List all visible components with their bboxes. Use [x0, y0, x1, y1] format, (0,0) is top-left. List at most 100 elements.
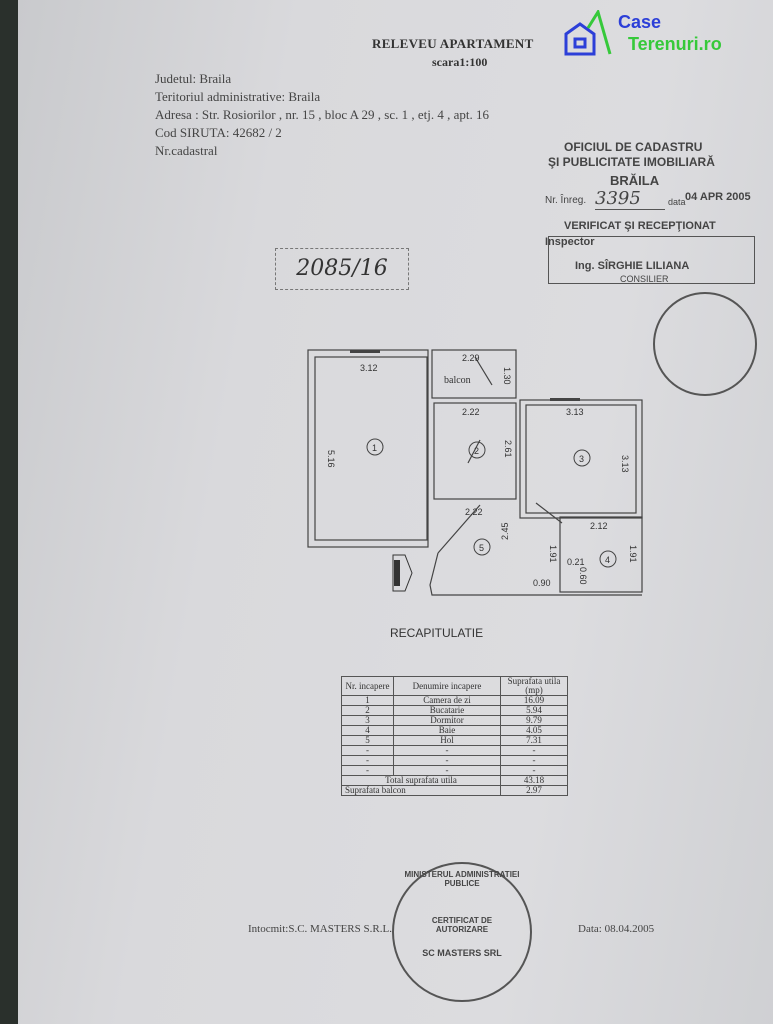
- stamp-name: Ing. SÎRGHIE LILIANA: [575, 260, 690, 272]
- floor-plan: 3.12 5.16 2.29 1.30 2.22 2.61 3.13 3.13 …: [307, 349, 643, 596]
- dim-label: 3.13: [566, 407, 584, 417]
- table-cell: -: [500, 765, 568, 776]
- table-cell: -: [500, 755, 568, 766]
- table-cell: Dormitor: [393, 715, 501, 726]
- col-header: Suprafata utila (mp): [500, 676, 568, 696]
- table-cell: 7.31: [500, 735, 568, 746]
- total-label: Total suprafata utila: [341, 775, 501, 786]
- round-seal-top: [653, 292, 757, 396]
- seal-text: MINISTERUL ADMINISTRATIEI PUBLICE: [404, 870, 520, 888]
- author-label: Intocmit:S.C. MASTERS S.R.L.: [248, 923, 392, 935]
- stamp-data-label: data: [668, 197, 686, 207]
- siruta-line: Cod SIRUTA: 42682 / 2: [155, 125, 282, 140]
- dim-label: 0.60: [578, 567, 588, 585]
- room-number: 2: [474, 446, 479, 456]
- stamp-line2: ŞI PUBLICITATE IMOBILIARĂ: [548, 155, 715, 169]
- judet-line: Judetul: Braila: [155, 71, 232, 86]
- dim-label: 2.29: [462, 353, 480, 363]
- dim-label: 1.91: [628, 545, 638, 563]
- document-title: RELEVEU APARTAMENT: [372, 36, 534, 51]
- table-cell: -: [341, 755, 394, 766]
- room-number: 4: [605, 555, 610, 565]
- table-cell: 16.09: [500, 695, 568, 706]
- table-cell: 5: [341, 735, 394, 746]
- recap-title: RECAPITULATIE: [390, 626, 484, 640]
- seal-company: SC MASTERS SRL: [422, 948, 502, 958]
- logo-line2: Terenuri.ro: [628, 34, 722, 54]
- dim-label: 2.22: [462, 407, 480, 417]
- logo-line1: Case: [618, 12, 662, 32]
- room-number: 3: [579, 454, 584, 464]
- dim-label: 5.16: [326, 450, 336, 468]
- table-cell: Baie: [393, 725, 501, 736]
- table-cell: -: [500, 745, 568, 756]
- stamp-line3: BRĂILA: [610, 173, 660, 188]
- dim-label: 2.61: [503, 440, 513, 458]
- scale-label: scara1:100: [432, 55, 488, 69]
- stamp-role: CONSILIER: [620, 274, 669, 284]
- address-line: Adresa : Str. Rosiorilor , nr. 15 , bloc…: [155, 107, 490, 122]
- cadastral-line: Nr.cadastral: [155, 143, 218, 158]
- dim-label: 2.22: [465, 507, 483, 517]
- balcon-label: balcon: [444, 375, 471, 386]
- teritoriu-line: Teritoriul administrative: Braila: [155, 89, 321, 104]
- room-number: 1: [372, 443, 377, 453]
- dim-label: 2.12: [590, 521, 608, 531]
- stamp-nr-label: Nr. Înreg.: [545, 195, 587, 206]
- dim-label: 3.12: [360, 363, 378, 373]
- table-cell: -: [393, 755, 501, 766]
- stamp-verified: VERIFICAT ŞI RECEPŢIONAT: [564, 220, 716, 232]
- table-cell: 3: [341, 715, 394, 726]
- table-cell: Hol: [393, 735, 501, 746]
- table-cell: Bucatarie: [393, 705, 501, 716]
- dim-label: 0.90: [533, 578, 551, 588]
- table-cell: -: [341, 745, 394, 756]
- room-number: 5: [479, 543, 484, 553]
- document-page: [18, 0, 773, 1024]
- stamp-nr-value: 3395: [595, 188, 665, 210]
- entrance-arrow-icon: [392, 554, 413, 592]
- total-value: 43.18: [500, 775, 568, 786]
- col-header: Nr. incapere: [341, 676, 394, 696]
- table-row: ---: [341, 755, 568, 766]
- table-cell: 5.94: [500, 705, 568, 716]
- stamp-line1: OFICIUL DE CADASTRU: [564, 140, 703, 154]
- table-cell: 9.79: [500, 715, 568, 726]
- table-cell: -: [393, 765, 501, 776]
- dim-label: 2.45: [500, 522, 510, 540]
- seal-center: CERTIFICAT DE AUTORIZARE: [431, 916, 493, 934]
- dim-label: 3.13: [620, 455, 630, 473]
- col-header: Denumire incapere: [393, 676, 501, 696]
- table-cell: -: [393, 745, 501, 756]
- balcon-label: Suprafata balcon: [341, 785, 501, 796]
- balcon-value: 2.97: [500, 785, 568, 796]
- table-cell: -: [341, 765, 394, 776]
- table-cell: 4.05: [500, 725, 568, 736]
- date-label: Data: 08.04.2005: [578, 923, 655, 935]
- table-cell: Camera de zi: [393, 695, 501, 706]
- watermark-logo: Case Terenuri.ro: [562, 8, 722, 65]
- stamp-date: 04 APR 2005: [685, 191, 751, 203]
- table-cell: 2: [341, 705, 394, 716]
- dim-label: 1.91: [548, 545, 558, 563]
- table-row: ---: [341, 745, 568, 756]
- dim-label: 1.30: [502, 367, 512, 385]
- cadastre-stamp: OFICIUL DE CADASTRU ŞI PUBLICITATE IMOBI…: [540, 140, 755, 290]
- house-icon: [564, 8, 612, 56]
- stamp-inspector: Inspector: [545, 236, 595, 248]
- table-row: ---: [341, 765, 568, 776]
- handwritten-number: 2085/16: [275, 248, 409, 290]
- round-seal-bottom: MINISTERUL ADMINISTRATIEI PUBLICE CERTIF…: [392, 862, 532, 1002]
- table-cell: 4: [341, 725, 394, 736]
- table-cell: 1: [341, 695, 394, 706]
- dim-label: 0.21: [567, 557, 585, 567]
